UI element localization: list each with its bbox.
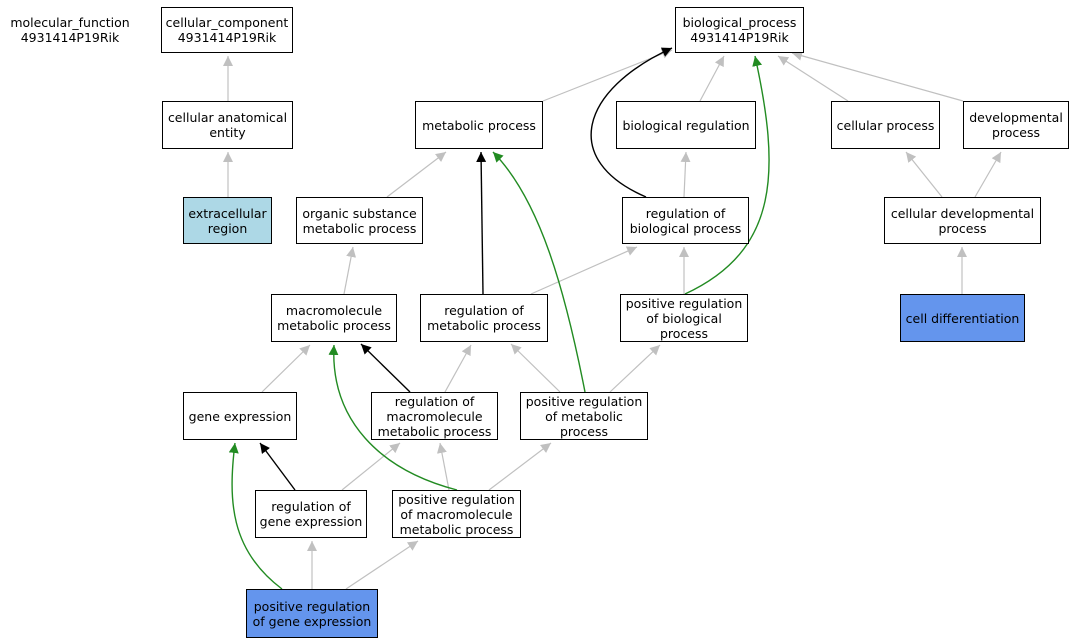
- node-positive-regulation-of-biological-process[interactable]: positive regulation of biological proces…: [620, 294, 748, 342]
- node-regulation-of-metabolic-process[interactable]: regulation of metabolic process: [420, 294, 548, 342]
- edge-robp-to-br: [680, 151, 691, 198]
- node-biological-regulation[interactable]: biological regulation: [616, 101, 756, 149]
- edge-rge-to-rmmp: [341, 442, 401, 491]
- node-cellular-process[interactable]: cellular process: [831, 101, 940, 149]
- node-positive-regulation-of-metabolic-process[interactable]: positive regulation of metabolic process: [520, 392, 648, 440]
- edge-rmmp-to-mmp: [360, 343, 411, 393]
- edge-dp-to-bp: [791, 50, 964, 102]
- edge-cdp-to-cp: [905, 151, 943, 198]
- edge-prge-to-prmmp: [345, 540, 419, 590]
- edge-prmmp-to-mmp: [328, 344, 458, 491]
- edge-prbp-to-bp: [684, 55, 770, 295]
- edge-rmp-to-mp: [476, 151, 487, 295]
- node-developmental-process[interactable]: developmental process: [963, 101, 1069, 149]
- node-gene-expression[interactable]: gene expression: [183, 392, 297, 440]
- edge-robp-to-bp: [590, 47, 673, 198]
- node-positive-regulation-of-gene-expression[interactable]: positive regulation of gene expression: [246, 589, 378, 638]
- edge-prmp-to-rmp: [510, 343, 561, 393]
- node-cellular-component[interactable]: cellular_component 4931414P19Rik: [161, 7, 293, 53]
- node-macromolecule-metabolic-process[interactable]: macromolecule metabolic process: [271, 294, 397, 342]
- edge-prmmp-to-rmmp: [436, 442, 450, 491]
- edge-prmp-to-mp: [492, 151, 586, 393]
- node-biological-process[interactable]: biological_process 4931414P19Rik: [675, 7, 804, 53]
- edge-prmp-to-prbp: [609, 344, 661, 393]
- edge-osmp-to-mp: [386, 151, 447, 198]
- node-regulation-of-gene-expression[interactable]: regulation of gene expression: [255, 490, 367, 538]
- edge-mmp-to-osmp: [343, 246, 357, 295]
- node-cellular-developmental-process[interactable]: cellular developmental process: [884, 197, 1041, 244]
- node-molecular-function[interactable]: molecular_function 4931414P19Rik: [10, 15, 130, 45]
- node-regulation-of-macromolecule-metabolic-process[interactable]: regulation of macromolecule metabolic pr…: [371, 392, 498, 440]
- node-positive-regulation-of-macromolecule-metabolic-process[interactable]: positive regulation of macromolecule met…: [392, 490, 521, 538]
- edge-cp-to-bp: [777, 55, 849, 102]
- edge-ge-to-mmp: [261, 344, 311, 393]
- edge-rge-to-ge: [259, 442, 296, 491]
- edge-br-to-bp: [699, 55, 725, 102]
- edge-cdp-to-dp: [974, 151, 1002, 198]
- edge-rmmp-to-rmp: [444, 344, 472, 393]
- edge-rmp-to-robp: [530, 246, 638, 295]
- edge-prmmp-to-prmp: [488, 442, 552, 491]
- edge-prge-to-ge: [228, 442, 283, 590]
- node-extracellular-region[interactable]: extracellular region: [183, 197, 272, 244]
- node-organic-substance-metabolic-process[interactable]: organic substance metabolic process: [296, 197, 423, 244]
- node-metabolic-process[interactable]: metabolic process: [415, 101, 543, 149]
- node-cell-differentiation[interactable]: cell differentiation: [900, 294, 1025, 342]
- node-regulation-of-biological-process[interactable]: regulation of biological process: [622, 197, 749, 244]
- node-cellular-anatomical-entity[interactable]: cellular anatomical entity: [162, 101, 293, 149]
